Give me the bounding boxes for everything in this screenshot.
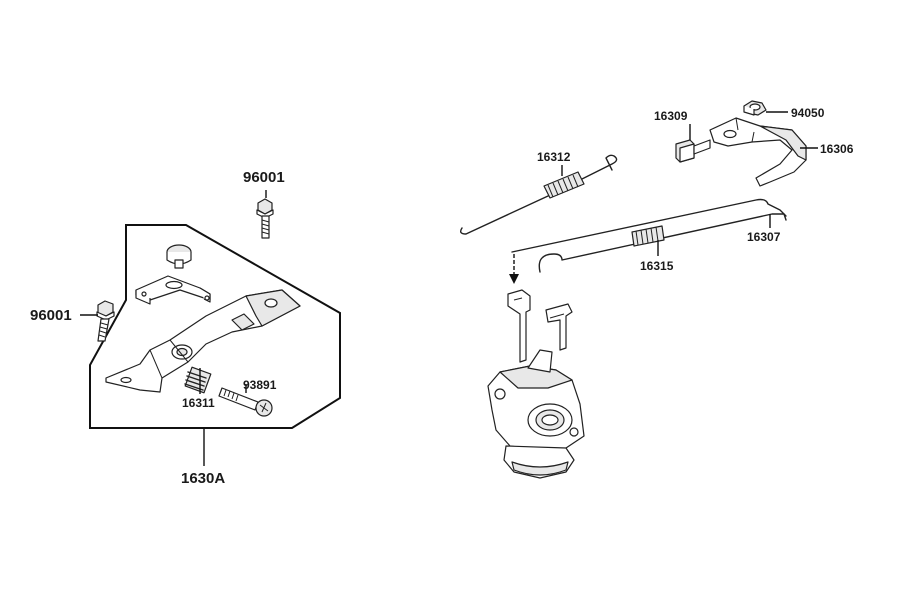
- grommet-icon: [166, 244, 192, 269]
- small-plate-icon: [135, 275, 211, 305]
- block-icon: [675, 139, 711, 163]
- label-spring-small: 16311: [182, 396, 215, 410]
- label-bolt-top: 96001: [243, 169, 285, 186]
- label-bolt-left: 96001: [30, 307, 72, 324]
- spring-link-lower-icon: [631, 225, 665, 247]
- label-assembly: 1630A: [181, 470, 225, 487]
- label-rod-right: 16307: [747, 230, 781, 244]
- carburetor-icon: [487, 289, 585, 479]
- assembly-frame: [89, 224, 341, 429]
- bolt-top-icon: [256, 198, 274, 239]
- lever-bracket-icon: [105, 289, 301, 393]
- bolt-left-icon: [96, 300, 115, 342]
- label-block: 16309: [654, 109, 688, 123]
- bracket-icon: [709, 117, 807, 187]
- label-spring-link-lower: 16315: [640, 259, 674, 273]
- label-screw: 93891: [243, 378, 277, 392]
- rod-right-icon: [511, 198, 787, 273]
- spring-link-upper-icon: [459, 154, 618, 235]
- nut-icon: [743, 100, 767, 116]
- label-bracket: 16306: [820, 142, 854, 156]
- label-nut: 94050: [791, 106, 825, 120]
- spring-small-icon: [184, 366, 212, 394]
- label-spring-link-upper: 16312: [537, 150, 571, 164]
- arrow-down-icon: [509, 254, 519, 284]
- screw-icon: [218, 387, 273, 417]
